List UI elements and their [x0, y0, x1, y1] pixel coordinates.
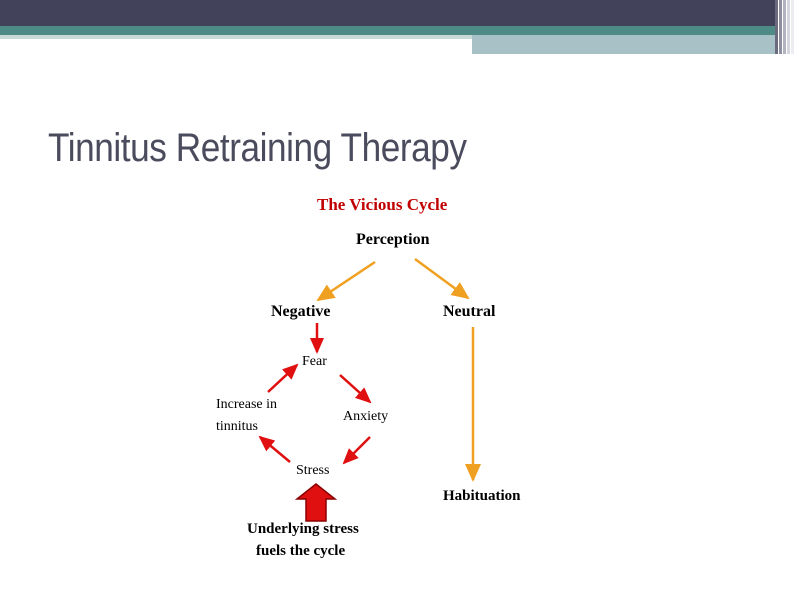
- arrow-perception-to-neutral: [414, 257, 470, 300]
- node-increase-line2: tinnitus: [216, 419, 259, 434]
- arrow-increase-to-fear: [267, 363, 299, 393]
- arrow-stress-to-increase: [258, 435, 291, 463]
- arrow-underlying-stress-block: [294, 483, 338, 522]
- node-underlying-line1: Underlying stress: [247, 521, 359, 537]
- header-band-teal: [0, 26, 775, 35]
- header-band-dark: [0, 0, 775, 26]
- arrow-fear-to-anxiety: [339, 374, 372, 404]
- header-edge-stripes: [775, 0, 800, 54]
- node-fear: Fear: [302, 354, 327, 369]
- node-perception: Perception: [356, 231, 430, 248]
- arrow-perception-to-negative: [316, 260, 376, 302]
- node-habituation: Habituation: [443, 488, 521, 504]
- node-increase-line1: Increase in: [216, 397, 278, 412]
- node-anxiety: Anxiety: [343, 409, 389, 424]
- node-underlying-line2: fuels the cycle: [256, 543, 346, 559]
- arrow-anxiety-to-stress: [342, 436, 371, 465]
- node-neutral: Neutral: [443, 303, 496, 320]
- header-band-blue: [472, 35, 775, 54]
- diagram-heading: The Vicious Cycle: [317, 195, 448, 214]
- node-stress: Stress: [296, 463, 330, 478]
- header-band-pale: [0, 35, 472, 39]
- node-negative: Negative: [271, 303, 331, 320]
- slide-title: Tinnitus Retraining Therapy: [48, 126, 467, 170]
